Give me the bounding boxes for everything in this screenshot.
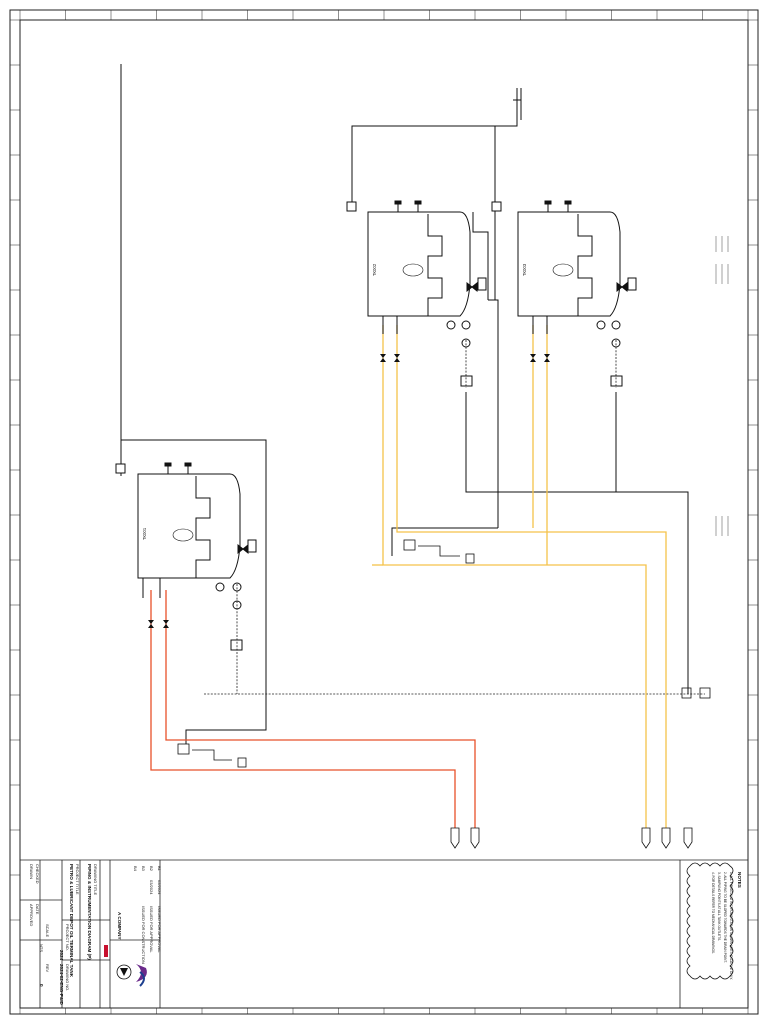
tank-label: TK001	[142, 527, 147, 540]
company-name: A COMPANY	[117, 912, 122, 940]
black-piping	[120, 64, 689, 744]
drawing-no-label: DRAWING NO.	[65, 964, 70, 991]
revision-rev: B3	[141, 866, 146, 872]
notes-revision-cloud	[686, 862, 734, 980]
product-piping-red	[150, 590, 476, 828]
outlet-connectors	[450, 827, 693, 849]
instrument-signal-lines	[204, 340, 705, 695]
title-block-fields: PROJECT TITLE PETRO & LUBRICANT DEPOT OI…	[29, 864, 122, 1006]
sign-row-label: APPROVED	[29, 904, 34, 926]
tank-label: TK003	[522, 263, 527, 276]
revision-table: B1 02/2024 ISSUED FOR APPROVAL B2 03/202…	[133, 866, 162, 964]
instrument-tag-stacks	[715, 236, 729, 536]
scale-label: SCALE	[45, 924, 50, 937]
revision-rev: B2	[149, 866, 154, 872]
revision-date: 03/2024	[149, 880, 154, 895]
tank-label: TK002	[372, 263, 377, 276]
revision-desc: ISSUED FOR APPROVAL	[149, 906, 154, 953]
tank-tk002	[346, 200, 487, 387]
project-title-label: PROJECT TITLE	[75, 864, 80, 895]
scale-value: NTS	[39, 944, 44, 952]
project-no: 2024	[59, 950, 64, 961]
notes-title: NOTES	[737, 872, 742, 888]
tank-tk001	[115, 462, 257, 651]
revision-date: 02/2024	[157, 880, 162, 895]
frame-grid-ticks	[10, 10, 758, 1014]
project-title: PETRO & LUBRICANT DEPOT OIL TERMINAL TAN…	[69, 864, 74, 978]
rev-label: REV	[45, 964, 50, 973]
title-block	[20, 859, 748, 1008]
company-logo	[104, 945, 147, 987]
drawing-no: 2024-02-ENG-P&ID	[59, 964, 64, 1006]
rev-value: 0	[39, 984, 44, 987]
sheet-border-outer	[9, 9, 759, 1015]
pump-skids	[177, 539, 711, 768]
drawing-title: PIPING & INSTRUMENTATION DIAGRAM (P)	[87, 864, 92, 960]
product-piping-yellow	[372, 325, 667, 828]
revision-rev: B1	[157, 866, 162, 872]
sign-row-label: DATE	[35, 904, 40, 915]
sign-row-label: DRAWN	[29, 864, 34, 879]
note-item: 3. SAMPLING POINTS AT ALL TANK OUTLETS.	[717, 872, 721, 941]
note-item: 4. FOR DETAILS REFER TO MECHANICAL DRAWI…	[711, 872, 715, 954]
note-item: 1. ALL PIPING AND INSTRUMENTATION SHOWN …	[729, 872, 733, 980]
drawing-title-label: DRAWING TITLE	[93, 864, 98, 895]
revision-desc: ISSUED FOR CONSTRUCTION	[141, 906, 146, 964]
note-item: 2. ALL PIPING TO BE SLOPED TOWARDS THE D…	[723, 872, 727, 963]
gate-valves	[148, 354, 550, 628]
tank-tk003	[491, 200, 637, 387]
revision-rev: B4	[133, 866, 138, 872]
notes-block: NOTES 1. ALL PIPING AND INSTRUMENTATION …	[711, 872, 742, 980]
sign-row-label: CHECKED	[35, 864, 40, 884]
revision-desc: ISSUED FOR APPROVAL	[157, 906, 162, 953]
project-no-label: PROJECT NO.	[65, 924, 70, 951]
